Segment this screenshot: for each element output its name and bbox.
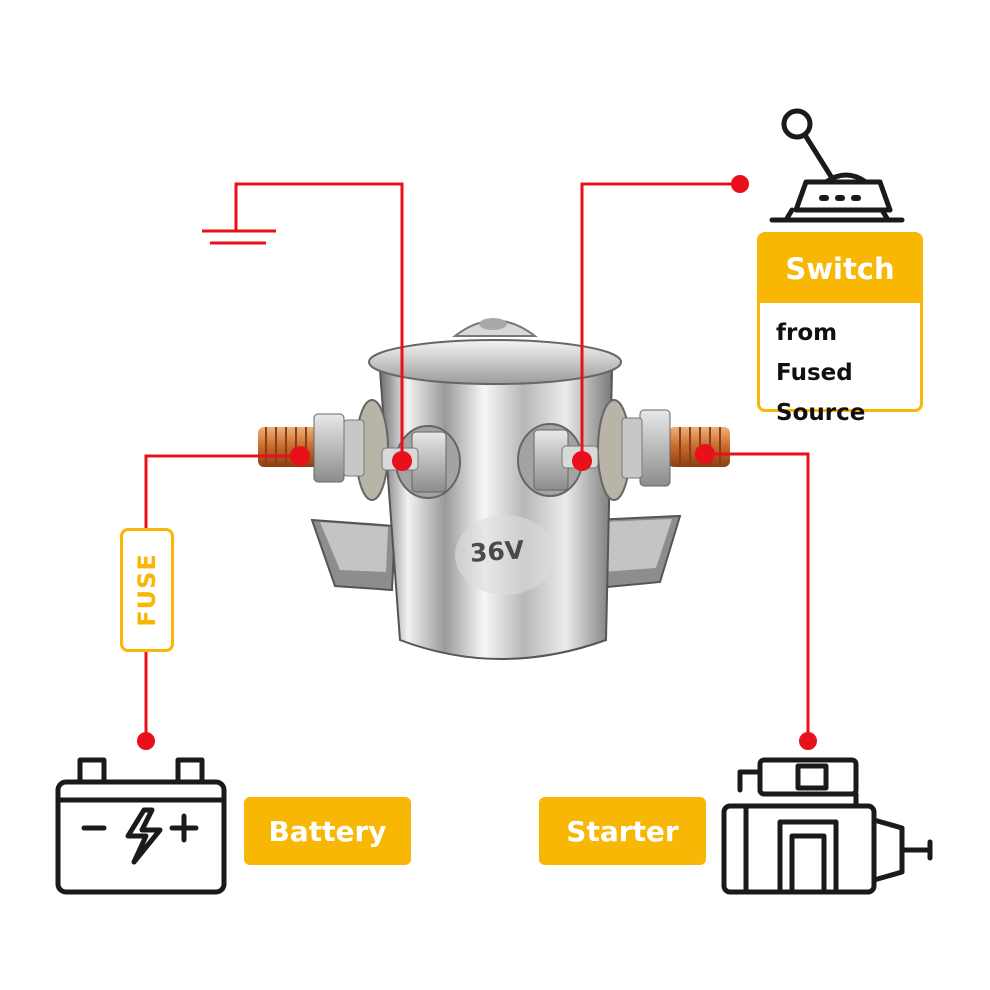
switch-card: Switch from Fused Source [757,232,923,426]
switch-title: Switch [760,235,920,303]
battery-icon [55,757,227,895]
starter-label: Starter [539,797,706,865]
wire-dots [137,175,817,750]
switch-lever-icon [769,108,905,223]
switch-desc-line-1: from Fused [776,320,853,386]
solenoid-image [258,318,730,660]
switch-wire [580,182,740,461]
starter-wire [705,452,810,741]
wires [144,182,810,741]
battery-wire [144,454,300,528]
ground-wire [234,182,404,461]
battery-label: Battery [244,797,411,865]
switch-description: from Fused Source [760,303,920,433]
ground-symbol-icon [202,229,276,245]
solenoid-voltage-label: 36V [469,535,526,568]
fuse-box: FUSE [120,528,174,652]
starter-motor-icon [721,757,933,895]
fuse-label: FUSE [133,553,161,627]
switch-desc-line-2: Source [776,400,866,426]
